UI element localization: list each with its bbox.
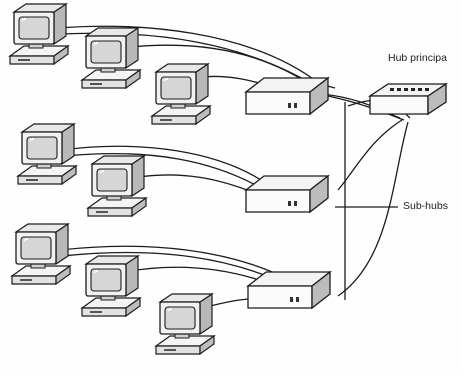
main-hub <box>370 84 446 114</box>
computer-bottom-3 <box>156 294 214 354</box>
sub-hub-top <box>246 78 328 114</box>
sub-hubs-label: Sub-hubs <box>403 200 448 212</box>
computer-bottom-2 <box>82 256 140 316</box>
link-bot-subhub <box>338 122 408 296</box>
computer-top-1 <box>10 4 68 64</box>
link-mid-subhub <box>338 120 402 190</box>
main-hub-label: Hub principa <box>388 52 447 64</box>
computer-top-2 <box>82 28 140 88</box>
computer-middle-1 <box>18 124 76 184</box>
computer-middle-2 <box>88 156 146 216</box>
sub-hub-bottom <box>248 272 330 308</box>
computer-top-3 <box>152 64 210 124</box>
computer-bottom-1 <box>12 224 70 284</box>
sub-hub-middle <box>246 176 328 212</box>
